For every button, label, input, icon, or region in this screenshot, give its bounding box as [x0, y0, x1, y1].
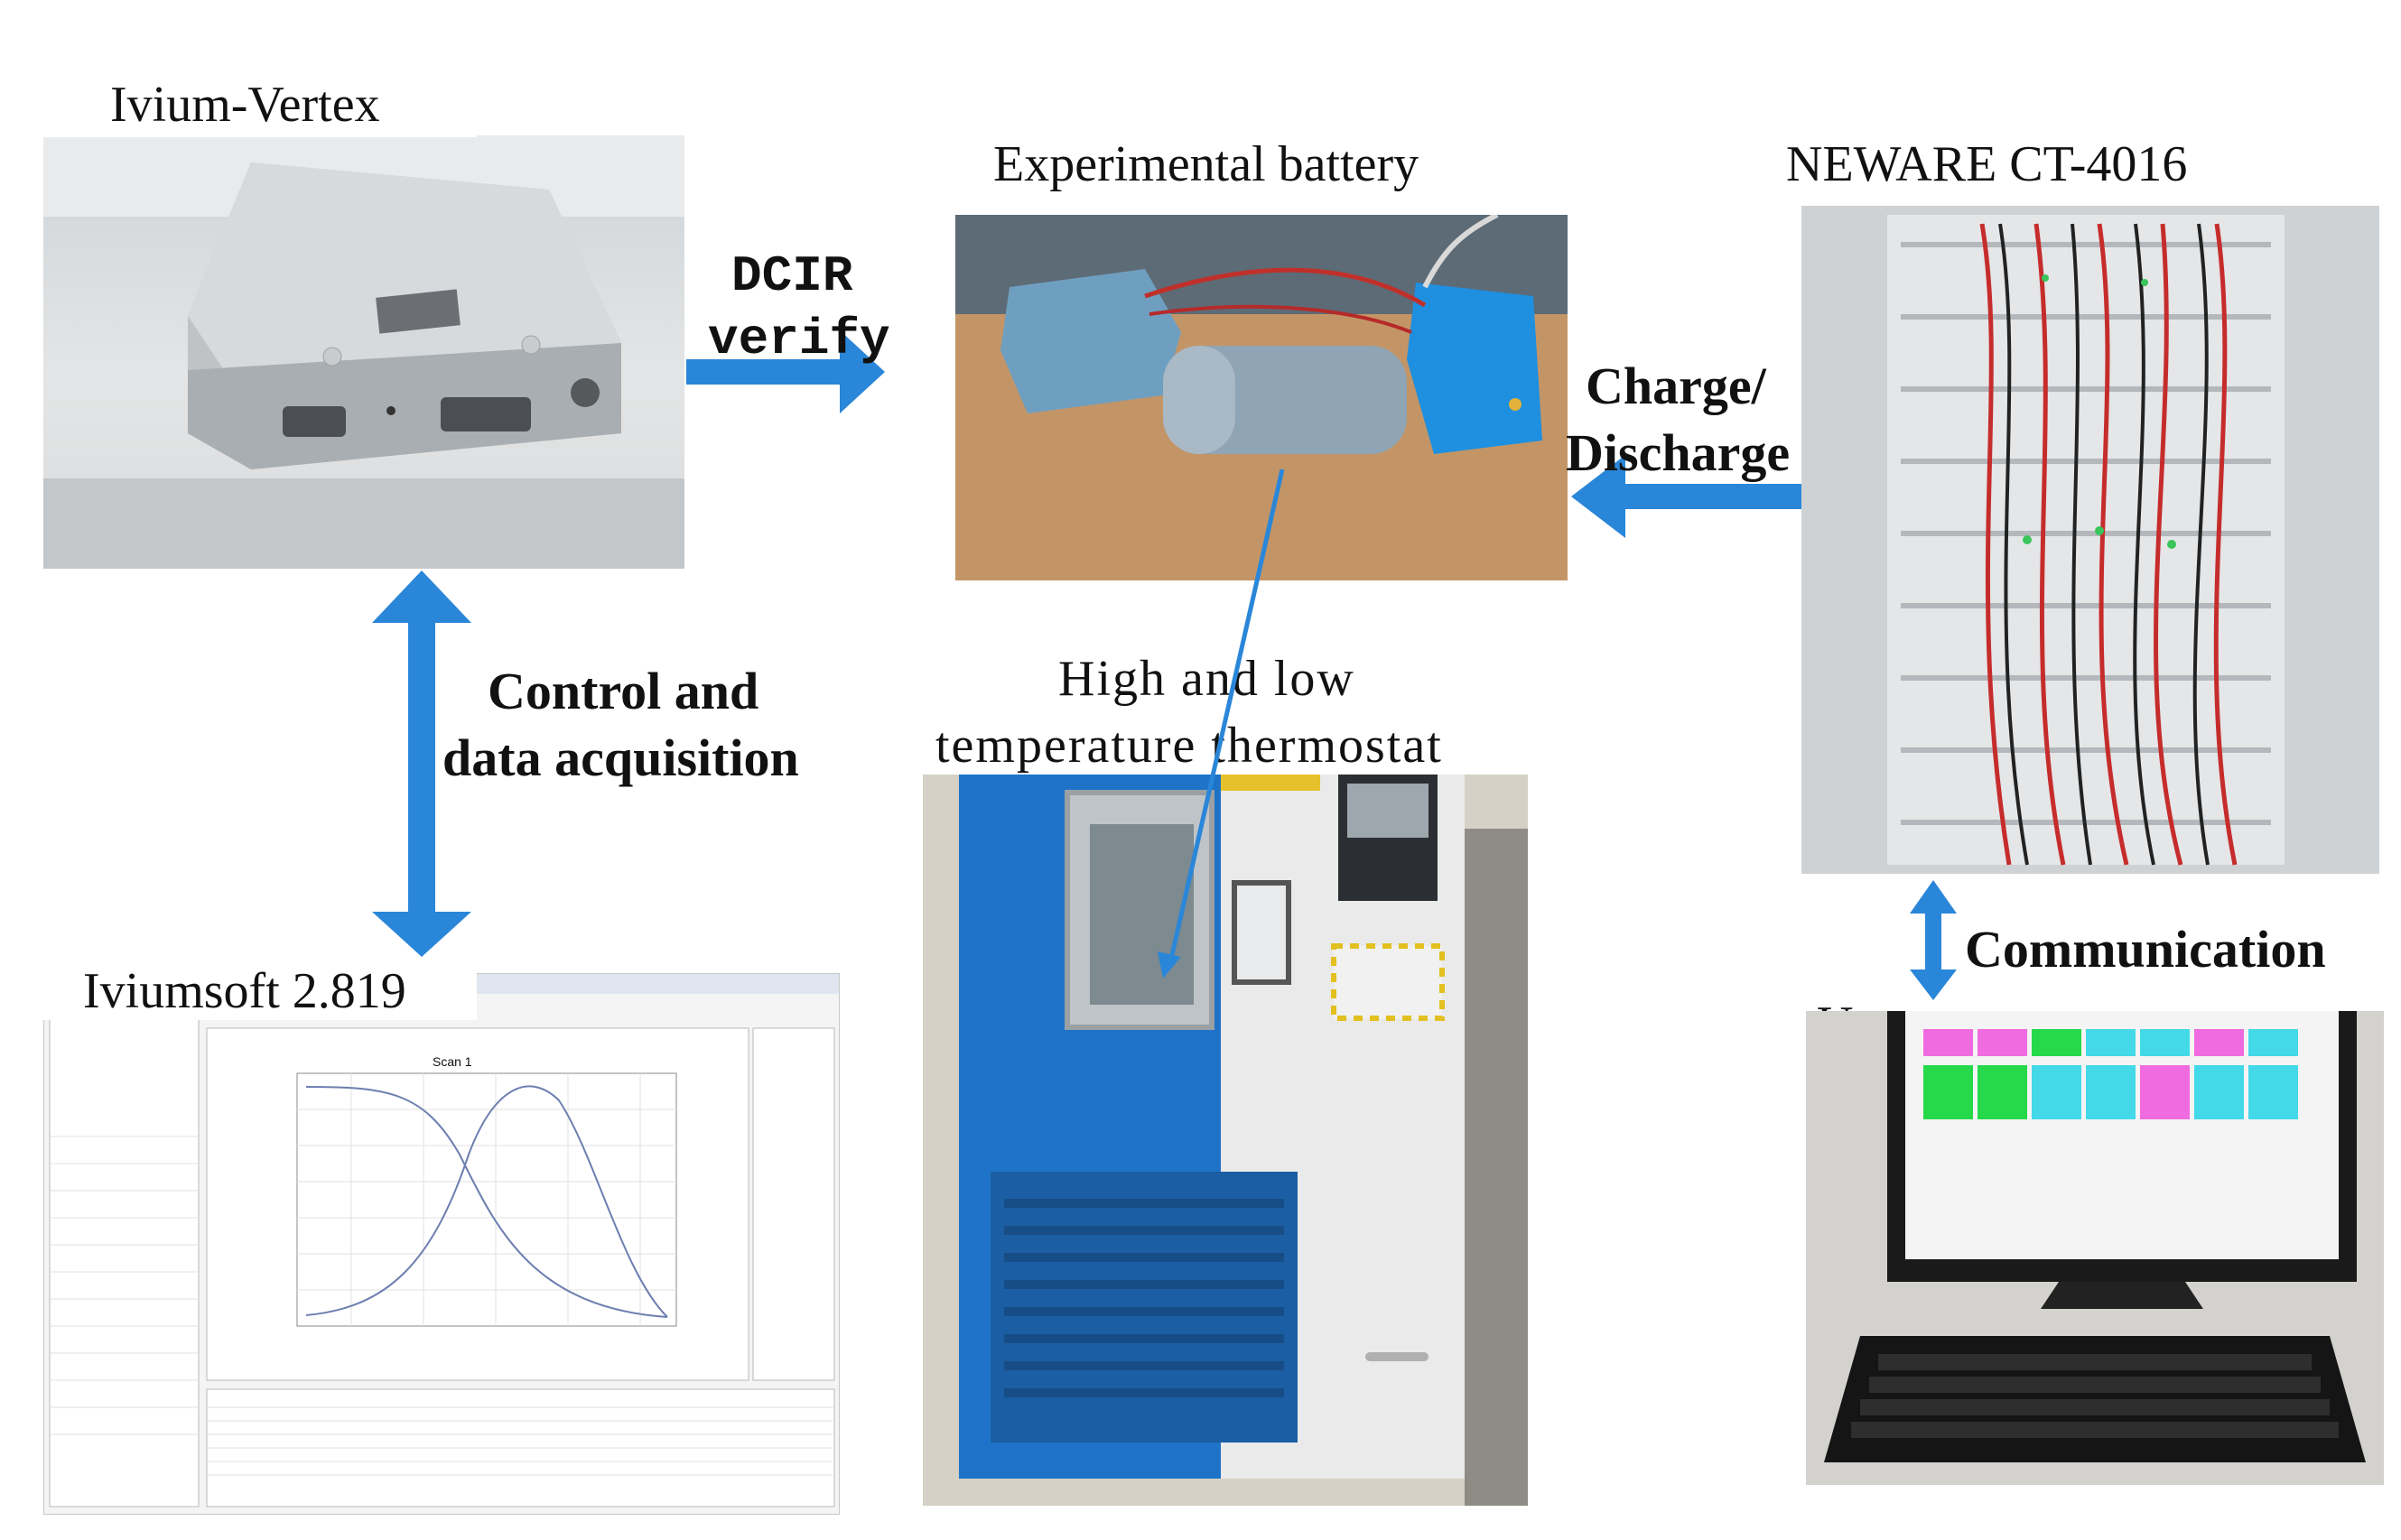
plot-title: Scan 1 [433, 1054, 472, 1069]
iviumsoft-screenshot: Scan 1 [43, 973, 840, 1515]
experimental-battery-photo [955, 215, 1568, 580]
iviumsoft-label: Iviumsoft 2.819 [83, 963, 406, 1019]
iviumsoft-label-background [43, 966, 477, 1020]
neware-label: NEWARE CT-4016 [1786, 136, 2188, 192]
experimental-battery-label: Experimental battery [993, 136, 1419, 192]
thermostat-label-line1: High and low [1058, 651, 1355, 707]
control-label-line1: Control and [488, 662, 759, 720]
dcir-label-line2: verify [708, 311, 890, 368]
thermostat-photo [923, 775, 1528, 1506]
dcir-label-line1: DCIR [731, 247, 853, 305]
upper-computer-photo [1806, 1011, 2384, 1485]
communication-label: Communication [1965, 920, 2326, 979]
ivium-vertex-label: Ivium-Vertex [110, 77, 380, 133]
neware-rack-photo [1801, 206, 2379, 874]
control-label-line2: data acquisition [442, 728, 799, 787]
thermostat-label-line2: temperature thermostat [935, 718, 1443, 774]
ivium-vertex-label-background [43, 83, 477, 137]
charge-label-line1: Charge/ [1586, 357, 1766, 415]
charge-label-line2: Discharge [1566, 423, 1791, 482]
ivium-vertex-photo [43, 135, 684, 569]
communication-arrow [1910, 880, 1957, 1000]
